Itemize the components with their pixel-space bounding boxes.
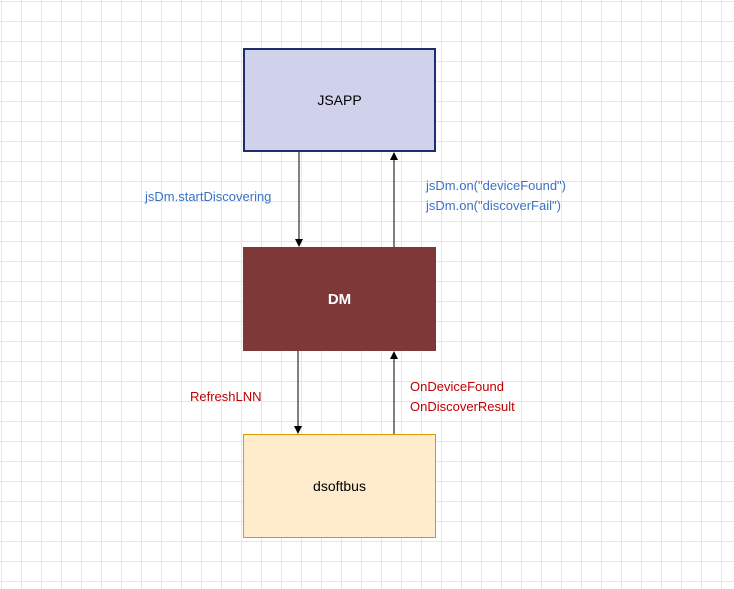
refresh-lnn-label: RefreshLNN	[190, 387, 262, 407]
discover-fail-callback-label: jsDm.on("discoverFail")	[426, 198, 561, 213]
on-discover-result-label: OnDiscoverResult	[410, 399, 515, 414]
dm-label: DM	[327, 290, 352, 308]
start-discovering-label: jsDm.startDiscovering	[145, 187, 271, 207]
dm-node: DM	[243, 247, 436, 351]
device-found-callback-label: jsDm.on("deviceFound")	[426, 178, 567, 193]
jsapp-node: JSAPP	[243, 48, 436, 152]
start-discovering-text: jsDm.startDiscovering	[145, 189, 272, 204]
refresh-lnn-text: RefreshLNN	[190, 389, 262, 404]
dsoftbus-label: dsoftbus	[313, 478, 366, 494]
dsoftbus-node: dsoftbus	[243, 434, 436, 538]
softbus-callback-labels: OnDeviceFound OnDiscoverResult	[410, 377, 515, 417]
jsapp-label: JSAPP	[317, 92, 362, 108]
on-device-found-label: OnDeviceFound	[410, 379, 504, 394]
js-callback-labels: jsDm.on("deviceFound") jsDm.on("discover…	[426, 176, 566, 216]
